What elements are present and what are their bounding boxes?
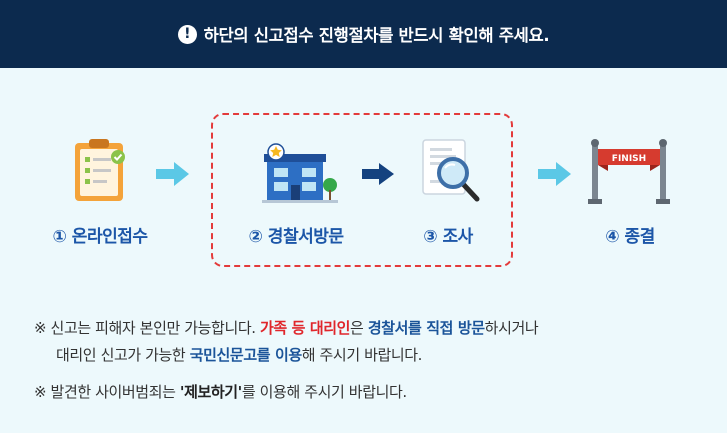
epeople-highlight: 국민신문고를 이용: [189, 346, 302, 364]
step-label-visit: ② 경찰서방문: [248, 227, 344, 247]
step-label-investigation: ③ 조사: [423, 227, 473, 247]
proxy-highlight: 가족 등 대리인: [259, 319, 351, 337]
notice-notes: ※ 신고는 피해자 본인만 가능합니다. 가족 등 대리인은 경찰서를 직접 방…: [34, 315, 539, 406]
step-label-closure: ④ 종결: [605, 227, 655, 247]
note-text: 대리인 신고가 가능한: [56, 346, 190, 364]
exclamation-icon: !: [177, 24, 197, 44]
note-mark: ※: [34, 383, 47, 401]
note-text: 하시거나: [484, 319, 539, 337]
report-tip-highlight: '제보하기': [179, 383, 242, 401]
police-station-icon: [262, 143, 338, 203]
finish-sign-text: FINISH: [612, 154, 646, 164]
note-text: 발견한 사이버범죄는: [46, 383, 180, 401]
finish-line-icon: FINISH: [588, 139, 670, 204]
arrow-right-icon: [156, 162, 189, 186]
step-label-online: ① 온라인접수: [52, 227, 148, 247]
note-mark: ※: [34, 319, 47, 337]
note-line-1: ※ 신고는 피해자 본인만 가능합니다. 가족 등 대리인은 경찰서를 직접 방…: [34, 315, 539, 342]
note-line-2: 대리인 신고가 가능한 국민신문고를 이용해 주시기 바랍니다.: [34, 342, 538, 369]
note-text: 은: [350, 319, 368, 337]
note-line-3: ※ 발견한 사이버범죄는 '제보하기'를 이용해 주시기 바랍니다.: [34, 379, 538, 406]
visit-station-highlight: 경찰서를 직접 방문: [367, 319, 485, 337]
notice-banner-text: 하단의 신고접수 진행절차를 반드시 확인해 주세요.: [203, 26, 550, 45]
offline-steps-highlight: [211, 113, 513, 267]
arrow-right-icon: [362, 163, 394, 185]
notice-banner: ! 하단의 신고접수 진행절차를 반드시 확인해 주세요.: [0, 0, 727, 68]
clipboard-icon: [75, 139, 125, 201]
magnifier-document-icon: [422, 139, 480, 202]
arrow-right-icon: [538, 162, 571, 186]
note-text: 해 주시기 바랍니다.: [301, 346, 423, 364]
note-text: 를 이용해 주시기 바랍니다.: [241, 383, 407, 401]
note-text: 신고는 피해자 본인만 가능합니다.: [46, 319, 260, 337]
